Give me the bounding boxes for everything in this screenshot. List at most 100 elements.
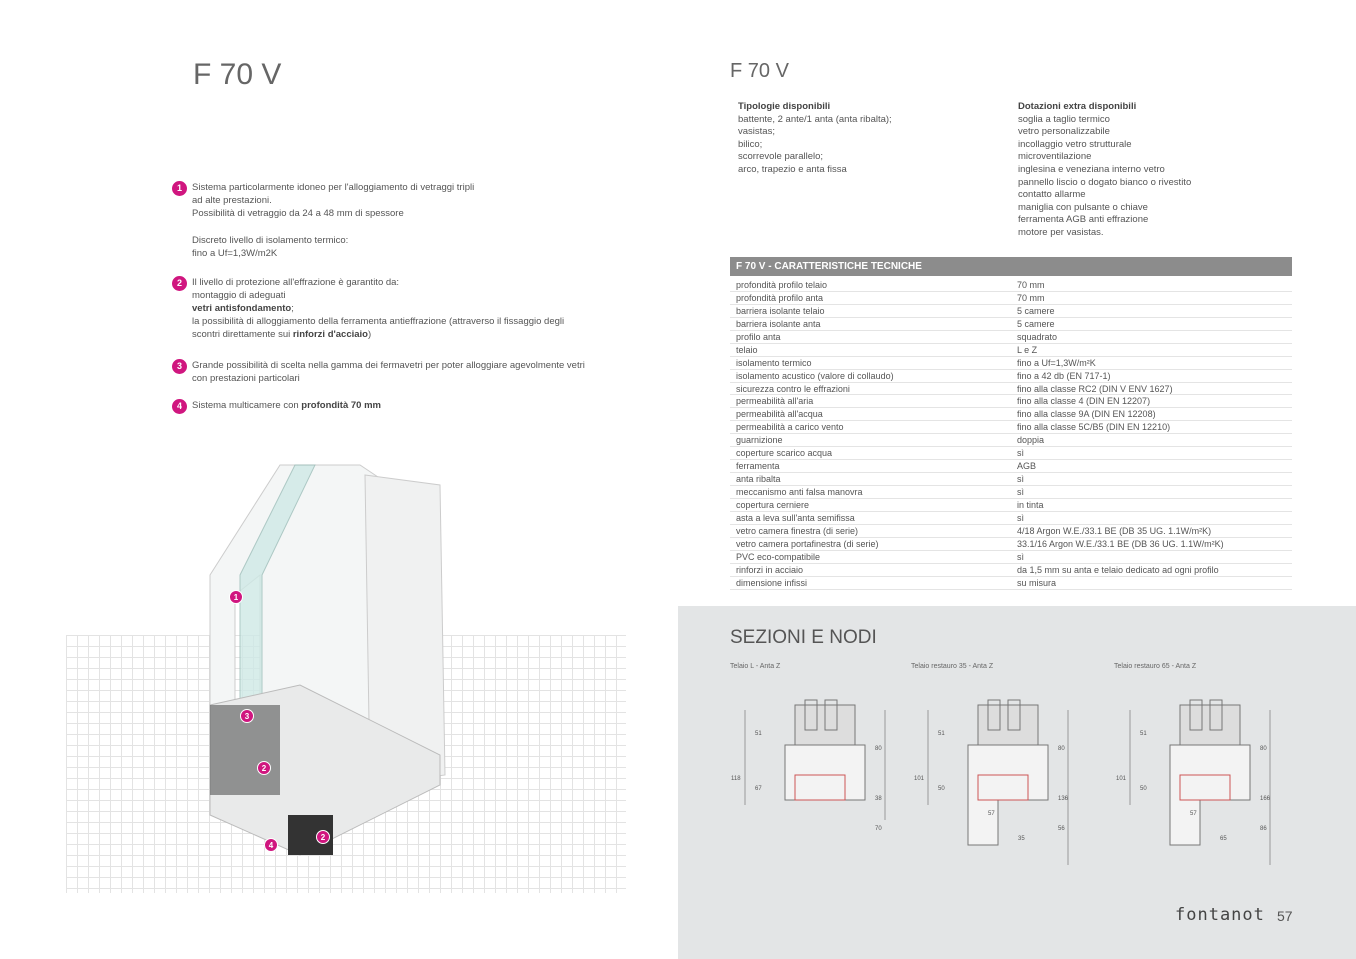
table-row: isolamento acustico (valore di collaudo)…: [730, 370, 1292, 383]
feature-bold: vetri antisfondamento: [192, 303, 292, 314]
feature-text: Il livello di protezione all'effrazione …: [192, 277, 400, 288]
feature-text: scontri direttamente sui: [192, 329, 293, 340]
list-item: pannello liscio o dogato bianco o rivest…: [1018, 176, 1192, 188]
section-caption: Telaio restauro 35 - Anta Z: [911, 663, 994, 670]
spec-value: 5 camere: [1017, 318, 1055, 329]
spec-label: coperture scarico acqua: [736, 448, 833, 459]
spec-value: fino alla classe 5C/B5 (DIN EN 12210): [1017, 422, 1171, 433]
spec-value: sì: [1017, 512, 1025, 523]
dimension-label: 101: [914, 776, 925, 782]
dimension-label: 56: [1058, 826, 1065, 832]
spec-label: rinforzi in acciaio: [736, 564, 804, 575]
spec-label: profondità profilo telaio: [736, 280, 828, 290]
feature-2: 2 Il livello di protezione all'effrazion…: [172, 276, 602, 341]
spec-label: guarnizione: [736, 435, 783, 446]
marker-1: 1: [229, 590, 243, 604]
table-row: coperture scarico acqua sì: [730, 447, 1292, 461]
list-item: microventilazione: [1018, 151, 1092, 163]
list-item: battente, 2 ante/1 anta (anta ribalta);: [738, 113, 892, 125]
dimension-label: 50: [1140, 786, 1147, 792]
dimension-label: 51: [755, 731, 762, 737]
table-row: asta a leva sull'anta semifissa sì: [730, 512, 1292, 525]
page-number: 57: [1277, 908, 1293, 924]
dimension-label: 57: [1190, 811, 1197, 817]
number-badge: 4: [172, 399, 187, 414]
spec-value: fino a 42 db (EN 717-1): [1017, 370, 1111, 381]
spec-label: telaio: [736, 344, 758, 355]
dimension-label: 35: [1018, 836, 1025, 842]
tipologie-list: Tipologie disponibili battente, 2 ante/1…: [738, 101, 892, 177]
feature-bold: profondità 70 mm: [301, 400, 381, 411]
spec-label: permeabilità all'aria: [736, 396, 814, 407]
spec-label: dimensione infissi: [736, 577, 808, 588]
feature-1: 1 Sistema particolarmente idoneo per l'a…: [172, 181, 602, 260]
spec-value: squadrato: [1017, 331, 1058, 342]
dimension-label: 70: [875, 826, 882, 832]
spec-label: barriera isolante anta: [736, 318, 821, 329]
section-caption: Telaio L - Anta Z: [730, 663, 781, 670]
feature-text: la possibilità di alloggiamento della fe…: [192, 316, 565, 327]
spec-value: AGB: [1017, 461, 1037, 472]
list-item: vasistas;: [738, 126, 775, 138]
feature-text: Discreto livello di isolamento termico:: [192, 235, 349, 246]
feature-text: fino a Uf=1,3W/m2K: [192, 248, 278, 259]
number-badge: 3: [172, 359, 187, 374]
dimension-label: 80: [1260, 746, 1267, 752]
spec-label: isolamento acustico (valore di collaudo): [736, 370, 894, 381]
spec-value: fino alla classe 4 (DIN EN 12207): [1017, 396, 1151, 407]
dimension-label: 166: [1260, 796, 1271, 802]
dimension-label: 118: [731, 776, 741, 782]
spec-value: da 1,5 mm su anta e telaio dedicato ad o…: [1017, 564, 1219, 575]
spec-label: asta a leva sull'anta semifissa: [736, 512, 855, 523]
spec-value: 5 camere: [1017, 305, 1055, 316]
spec-label: profondità profilo anta: [736, 292, 824, 303]
list-item: maniglia con pulsante o chiave: [1018, 201, 1148, 213]
spec-value: L e Z: [1017, 344, 1038, 355]
feature-text: ad alte prestazioni.: [192, 195, 272, 206]
dimension-label: 51: [938, 731, 945, 737]
dotazioni-heading: Dotazioni extra disponibili: [1018, 101, 1137, 112]
spec-label: permeabilità a carico vento: [736, 422, 844, 433]
feature-text: montaggio di adeguati: [192, 290, 286, 301]
dimension-label: 86: [1260, 826, 1267, 832]
list-item: incollaggio vetro strutturale: [1018, 138, 1132, 150]
spec-value: sì: [1017, 448, 1025, 459]
table-row: permeabilità a carico vento fino alla cla…: [730, 421, 1292, 435]
table-row: vetro camera finestra (di serie)4/18 Arg…: [730, 525, 1292, 538]
list-item: contatto allarme: [1018, 189, 1086, 201]
spec-value: fino alla classe RC2 (DIN V ENV 1627): [1017, 383, 1173, 394]
dimension-label: 65: [1220, 836, 1227, 842]
spec-value: in tinta: [1017, 499, 1044, 510]
table-row: PVC eco-compatibile sì: [730, 551, 1292, 564]
marker-2b: 2: [316, 830, 330, 844]
brand-logo: fontanot: [1175, 905, 1265, 925]
punct: ): [367, 329, 372, 340]
marker-4: 4: [264, 838, 278, 852]
spec-label: PVC eco-compatibile: [736, 551, 821, 562]
page-title-left: F 70 V: [193, 58, 282, 91]
spec-value: sì: [1017, 474, 1025, 485]
spec-value: sì: [1017, 551, 1025, 562]
spec-label: isolamento termico: [736, 357, 812, 368]
feature-text: Grande possibilità di scelta nella gamma…: [192, 360, 585, 371]
feature-4: 4 Sistema multicamere con profondità 70 …: [172, 399, 602, 414]
spec-label: barriera isolante telaio: [736, 305, 825, 316]
table-row: isolamento termico fino a Uf=1,3W/m²K: [730, 357, 1292, 370]
dimension-label: 67: [755, 786, 762, 792]
tech-specs-table: F 70 V - CARATTERISTICHE TECNICHE profon…: [730, 257, 1292, 590]
dimension-label: 50: [938, 786, 945, 792]
dimension-label: 80: [875, 746, 882, 752]
table-row: barriera isolante anta 5 camere: [730, 318, 1292, 331]
marker-3: 3: [240, 709, 254, 723]
page-title-right: F 70 V: [730, 60, 789, 82]
dimension-label: 57: [988, 811, 995, 817]
spec-value: fino a Uf=1,3W/m²K: [1017, 357, 1096, 368]
dimension-label: 101: [1116, 776, 1127, 782]
